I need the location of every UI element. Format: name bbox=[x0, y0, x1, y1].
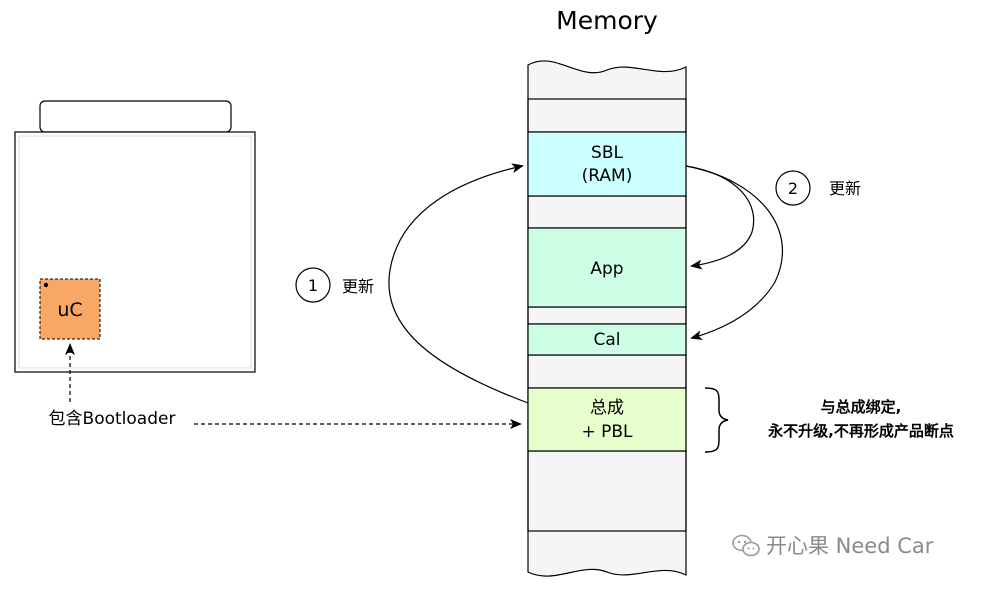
note-line2: 永不升级,不再形成产品断点 bbox=[767, 422, 954, 440]
step-2-marker: 2 bbox=[775, 170, 811, 206]
step-2-label: 更新 bbox=[829, 179, 861, 198]
watermark-text: 开心果 Need Car bbox=[766, 534, 934, 558]
app-label: App bbox=[590, 259, 623, 279]
assembly-label-line2: + PBL bbox=[581, 422, 633, 442]
note-line1: 与总成绑定, bbox=[821, 398, 902, 416]
chip-body bbox=[39, 278, 101, 340]
step-1-number: 1 bbox=[308, 276, 318, 295]
wechat-icon bbox=[732, 534, 760, 557]
cal-label: Cal bbox=[593, 330, 620, 350]
board-tab bbox=[39, 100, 232, 133]
chip-pin1-dot bbox=[43, 282, 49, 288]
chip-label: uC bbox=[57, 299, 82, 321]
step-1-marker: 1 bbox=[295, 267, 331, 303]
memory-column: SBL (RAM) App Cal 总成 + PBL bbox=[527, 60, 687, 577]
step-2-circle bbox=[775, 170, 811, 206]
watermark: 开心果 Need Car bbox=[732, 534, 934, 558]
step-1-circle bbox=[295, 267, 331, 303]
update-arrow-2-cal bbox=[685, 165, 784, 341]
sbl-label-line2: (RAM) bbox=[582, 166, 633, 186]
note-brace bbox=[704, 387, 729, 453]
step-2-number: 2 bbox=[788, 179, 798, 198]
assembly-label-line1: 总成 bbox=[590, 398, 624, 418]
memory-title: Memory bbox=[556, 6, 658, 35]
app-block bbox=[527, 227, 687, 308]
update-arrow-2-app bbox=[685, 165, 755, 270]
sbl-block bbox=[527, 131, 687, 197]
step-1-label: 更新 bbox=[342, 277, 374, 296]
assembly-pbl-block bbox=[527, 387, 687, 452]
uc-chip: uC bbox=[39, 278, 101, 340]
contains-bootloader-label: 包含Bootloader bbox=[49, 409, 176, 429]
sbl-label-line1: SBL bbox=[591, 143, 623, 163]
board-body-inner bbox=[18, 135, 252, 369]
cal-block bbox=[527, 323, 687, 356]
update-arrow-1 bbox=[388, 163, 529, 404]
